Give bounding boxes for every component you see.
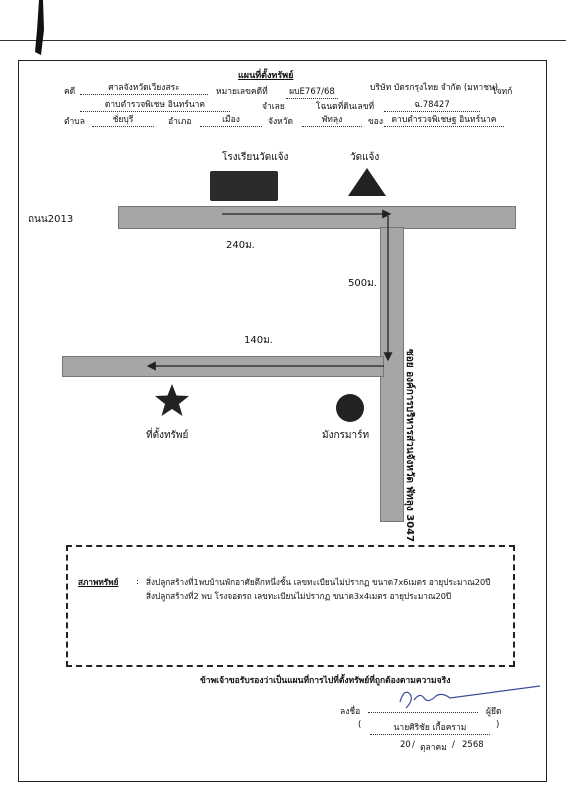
plaintiff-label: โจทก์ <box>492 87 513 97</box>
distance-240: 240ม. <box>226 240 255 251</box>
page-title: แผนที่ตั้งทรัพย์ <box>238 71 294 81</box>
property-star-icon <box>155 384 189 416</box>
road-2013-label: ถนน2013 <box>28 214 74 225</box>
description-line-1: สิ่งปลูกสร้างที่1พบบ้านพักอาศัยตึกหนึ่งช… <box>146 577 491 587</box>
date-slash-1: / <box>412 740 415 750</box>
property-description-box <box>66 545 515 667</box>
sign-label: ลงชื่อ <box>340 707 361 717</box>
date-month: ตุลาคม <box>420 743 447 753</box>
case-label: คดี <box>64 87 76 97</box>
school-label: โรงเรียนวัดแจ้ง <box>222 152 289 163</box>
description-label: สภาพทรัพย์ <box>78 577 119 587</box>
date-year: 2568 <box>462 740 484 750</box>
temple-label: วัดแจ้ง <box>350 152 380 163</box>
distance-140: 140ม. <box>244 335 273 346</box>
temple-triangle-icon <box>348 168 386 196</box>
paren-open: ( <box>358 720 362 730</box>
plaintiff-name: บริษัท บัตรกรุงไทย จำกัด (มหาชน) <box>370 83 499 93</box>
court-name: ศาลจังหวัดเวียงสระ <box>80 80 208 95</box>
province-label: จังหวัด <box>268 117 294 127</box>
subdistrict: ชัยบุรี <box>92 112 154 127</box>
district-label: อำเภอ <box>168 117 192 127</box>
defendant-label: จำเลย <box>262 102 285 112</box>
owner-name: ดาบตำรวจพิเชษฐ อินทร์นาค <box>384 112 504 127</box>
black-no-label: หมายเลขคดีที่ <box>216 87 268 97</box>
deed-no: ฉ.78427 <box>384 97 480 112</box>
description-line-2: สิ่งปลูกสร้างที่2 พบ โรงจอดรถ เลขทะเบียน… <box>146 591 452 601</box>
shop-label: มังกรมาร์ท <box>322 430 370 441</box>
defendant-name: ดาบตำรวจพิเชษ อินทร์นาค <box>80 97 230 112</box>
owner-label: ของ <box>368 117 384 127</box>
top-rule <box>0 40 566 41</box>
distance-500: 500ม. <box>348 278 377 289</box>
school-marker <box>210 171 278 201</box>
road-side <box>62 356 384 377</box>
signer-name: นายศิริชัย เกื้อคราม <box>370 720 490 735</box>
colon: : <box>136 576 139 586</box>
date-slash-2: / <box>452 740 455 750</box>
signature-line <box>368 712 478 713</box>
paren-close: ) <box>496 720 500 730</box>
certification-statement: ข้าพเจ้าขอรับรองว่าเป็นแผนที่การไปที่ตั้… <box>200 676 451 686</box>
date-day: 20 <box>400 740 411 750</box>
role-label: ผู้ยึด <box>486 707 502 717</box>
binding-mark <box>35 0 44 55</box>
province: พัทลุง <box>302 112 362 127</box>
district: เมือง <box>200 112 262 127</box>
property-label: ที่ตั้งทรัพย์ <box>146 430 189 441</box>
soi-3047-label: ซอย องค์การบริหารส่วนจังหวัด พัทลุง 3047 <box>404 349 415 543</box>
deed-label: โฉนดที่ดินเลขที่ <box>316 102 375 112</box>
black-no: ผบE767/68 <box>286 84 338 99</box>
road-2013 <box>118 206 516 229</box>
document-frame <box>18 60 547 782</box>
signature <box>399 685 541 709</box>
shop-marker <box>336 394 364 422</box>
subdistrict-label: ตำบล <box>64 117 85 127</box>
